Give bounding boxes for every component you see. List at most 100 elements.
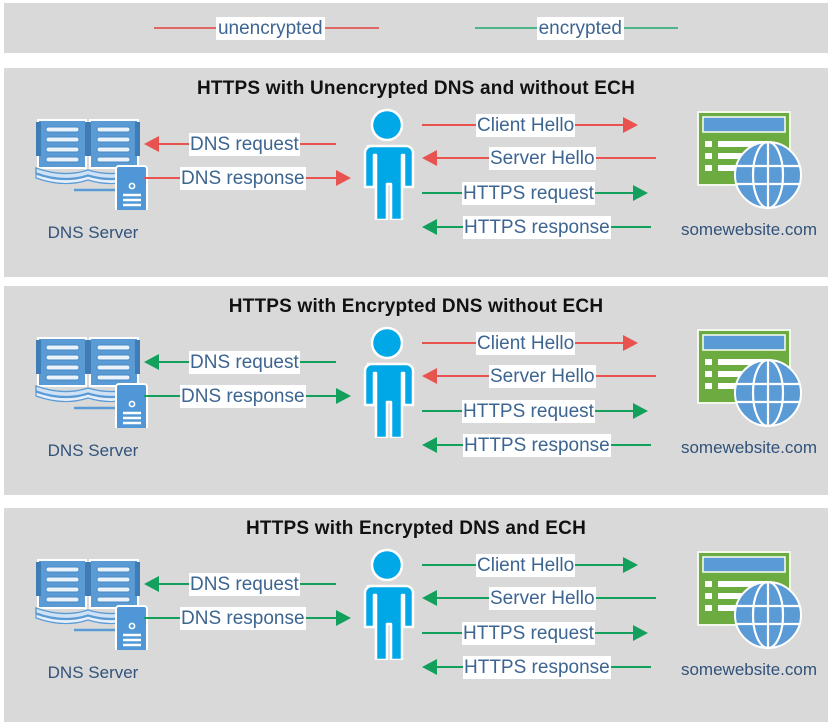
message-arrow-server-hello: Server Hello	[422, 146, 690, 170]
person-icon	[363, 326, 415, 440]
arrow-line	[595, 375, 656, 377]
arrow-head-right	[623, 557, 639, 573]
website-node	[690, 550, 808, 652]
arrow-line	[299, 143, 336, 145]
message-label: HTTPS request	[462, 181, 595, 205]
client-node	[356, 548, 418, 662]
message-arrow-dns-response: DNS response	[144, 606, 356, 630]
arrow-line	[575, 342, 624, 344]
arrow-head-left	[422, 368, 437, 384]
message-label: DNS response	[180, 166, 306, 190]
arrow-line	[144, 395, 180, 397]
dns-server-node	[32, 550, 154, 653]
arrow-line	[422, 124, 476, 126]
person-icon	[363, 108, 415, 222]
arrow-head-left	[144, 136, 159, 152]
message-label: HTTPS response	[463, 215, 611, 239]
arrow-line	[437, 444, 463, 446]
arrow-line	[437, 157, 489, 159]
arrow-line	[422, 564, 476, 566]
arrow-line	[610, 226, 651, 228]
arrow-head-left	[422, 590, 437, 606]
client-node	[356, 326, 418, 440]
arrow-line	[575, 564, 624, 566]
arrow-line	[422, 342, 476, 344]
arrow-line	[437, 226, 463, 228]
legend-item-unencrypted: unencrypted	[153, 16, 379, 40]
dns-server-node	[32, 328, 154, 431]
arrow-head-left	[144, 354, 159, 370]
message-arrow-https-response: HTTPS response	[422, 433, 690, 457]
arrow-line	[144, 617, 180, 619]
arrow-line	[299, 361, 336, 363]
message-arrow-client-hello: Client Hello	[422, 331, 690, 355]
message-label: DNS response	[180, 384, 306, 408]
message-arrow-server-hello: Server Hello	[422, 586, 690, 610]
arrow-line	[594, 632, 633, 634]
legend-label-encrypted: encrypted	[536, 16, 625, 40]
message-label: DNS response	[180, 606, 306, 630]
message-arrow-dns-request: DNS request	[144, 572, 356, 596]
message-label: HTTPS response	[463, 433, 611, 457]
dns-server-caption: DNS Server	[47, 441, 139, 460]
message-label: Server Hello	[489, 586, 596, 610]
arrow-head-right	[632, 403, 648, 419]
message-label: HTTPS request	[462, 621, 595, 645]
arrow-head-right	[335, 170, 351, 186]
arrow-line	[159, 583, 189, 585]
message-label: DNS request	[189, 350, 300, 374]
arrow-line	[422, 410, 462, 412]
arrow-line	[299, 583, 336, 585]
arrow-head-right	[623, 117, 639, 133]
arrow-line	[159, 361, 189, 363]
message-arrow-https-response: HTTPS response	[422, 655, 690, 679]
dns-server-icon	[35, 119, 148, 213]
website-caption: somewebsite.com	[680, 220, 818, 239]
dns-server-caption: DNS Server	[47, 223, 139, 242]
panel-title: HTTPS with Unencrypted DNS and without E…	[196, 78, 635, 99]
message-arrow-client-hello: Client Hello	[422, 553, 690, 577]
arrow-line	[595, 597, 656, 599]
message-arrow-https-request: HTTPS request	[422, 399, 690, 423]
arrow-line	[422, 632, 462, 634]
arrow-line	[437, 375, 489, 377]
message-arrow-dns-response: DNS response	[144, 166, 356, 190]
arrow-line	[610, 444, 651, 446]
arrow-head-left	[422, 150, 437, 166]
legend-line-unencrypted-left	[153, 27, 216, 29]
message-label: Client Hello	[476, 113, 576, 137]
arrow-line	[594, 410, 633, 412]
arrow-head-left	[422, 659, 437, 675]
arrow-line	[422, 192, 462, 194]
legend-line-encrypted-left	[474, 27, 537, 29]
message-label: Client Hello	[476, 331, 576, 355]
arrow-head-left	[144, 576, 159, 592]
arrow-head-right	[632, 625, 648, 641]
scenario-panel-encrypted-dns-ech: HTTPS with Encrypted DNS and ECH DNS	[4, 508, 828, 722]
dns-server-icon	[35, 559, 148, 653]
dns-server-node	[32, 110, 154, 213]
legend-item-encrypted: encrypted	[474, 16, 679, 40]
message-arrow-client-hello: Client Hello	[422, 113, 690, 137]
scenario-panel-encrypted-dns: HTTPS with Encrypted DNS without ECH	[4, 286, 828, 495]
message-arrow-dns-request: DNS request	[144, 350, 356, 374]
arrow-head-left	[422, 437, 437, 453]
arrow-line	[305, 395, 336, 397]
arrow-line	[144, 177, 180, 179]
message-arrow-https-request: HTTPS request	[422, 181, 690, 205]
website-globe-icon	[697, 111, 802, 210]
website-node	[690, 110, 808, 212]
arrow-line	[437, 666, 463, 668]
legend-line-unencrypted-right	[324, 27, 379, 29]
message-label: HTTPS request	[462, 399, 595, 423]
message-arrow-https-request: HTTPS request	[422, 621, 690, 645]
legend-line-encrypted-right	[624, 27, 679, 29]
website-globe-icon	[697, 551, 802, 650]
message-label: DNS request	[189, 572, 300, 596]
message-label: HTTPS response	[463, 655, 611, 679]
message-arrow-server-hello: Server Hello	[422, 364, 690, 388]
arrow-line	[159, 143, 189, 145]
message-arrow-dns-response: DNS response	[144, 384, 356, 408]
arrow-line	[305, 177, 336, 179]
legend-panel: unencrypted encrypted	[4, 3, 828, 53]
